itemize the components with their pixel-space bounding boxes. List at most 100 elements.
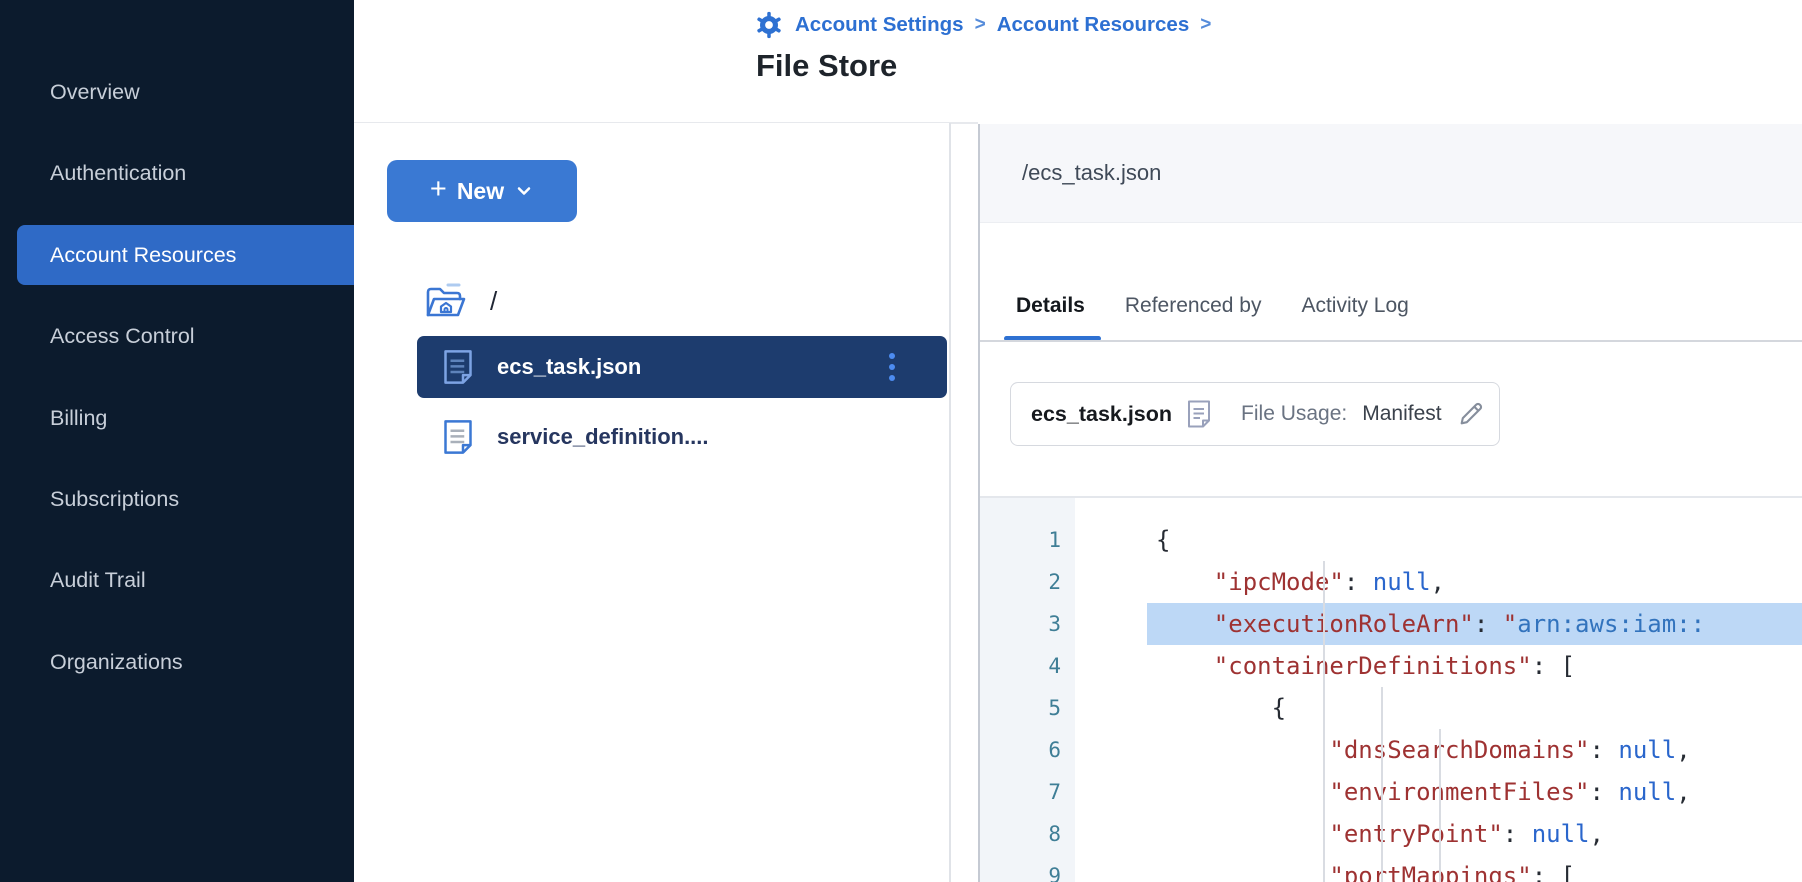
- edit-file-usage-button[interactable]: [1457, 400, 1485, 428]
- page-header: Account Settings > Account Resources > File…: [354, 0, 1802, 122]
- code-line: {: [1147, 519, 1802, 561]
- new-button[interactable]: + New: [387, 160, 577, 222]
- code-token: null: [1618, 736, 1677, 764]
- code-token: ,: [1676, 736, 1691, 764]
- file-name: ecs_task.json: [1031, 401, 1173, 426]
- new-button-label: New: [456, 177, 505, 204]
- code-line: "environmentFiles": null,: [1147, 771, 1802, 813]
- page-title: File Store: [756, 48, 898, 83]
- sidebar-item-audit-trail[interactable]: Audit Trail: [50, 568, 146, 592]
- file-usage-label: File Usage:: [1241, 402, 1348, 425]
- code-token: "containerDefinitions": [1213, 652, 1532, 680]
- code-token: "dnsSearchDomains": [1329, 736, 1590, 764]
- code-token: :: [1589, 778, 1619, 806]
- code-token: [1156, 736, 1329, 764]
- code-content: { "ipcMode": null, "executionRoleArn": "…: [1147, 498, 1802, 882]
- code-token: [1156, 820, 1329, 848]
- detail-tabs: Details Referenced by Activity Log: [1016, 274, 1409, 338]
- code-token: [1156, 778, 1329, 806]
- sidebar-item-organizations[interactable]: Organizations: [50, 650, 183, 674]
- code-token: null: [1372, 568, 1431, 596]
- code-token: arn:aws:iam::: [1517, 610, 1706, 638]
- code-line: "portMappings": [: [1147, 855, 1802, 882]
- active-tab-underline: [1004, 336, 1101, 341]
- line-number: 8: [1048, 822, 1061, 846]
- code-token: {: [1271, 694, 1287, 722]
- code-token: null: [1618, 778, 1677, 806]
- line-number: 9: [1048, 864, 1061, 882]
- code-token: ,: [1430, 568, 1445, 596]
- root-folder-row[interactable]: /: [424, 281, 497, 321]
- code-line: "entryPoint": null,: [1147, 813, 1802, 855]
- code-token: null: [1531, 820, 1590, 848]
- sidebar-item-access-control[interactable]: Access Control: [50, 324, 195, 348]
- document-icon: [1187, 400, 1211, 428]
- breadcrumb-separator: >: [1200, 14, 1212, 35]
- sidebar-item-billing[interactable]: Billing: [50, 406, 108, 430]
- breadcrumb: Account Settings > Account Resources >: [754, 0, 1211, 50]
- code-token: : [: [1531, 652, 1576, 680]
- code-token: ,: [1589, 820, 1604, 848]
- header-divider: [354, 122, 978, 124]
- line-number: 4: [1048, 654, 1061, 678]
- code-token: :: [1589, 736, 1619, 764]
- code-token: [1156, 652, 1214, 680]
- file-path-header: /ecs_task.json: [980, 124, 1802, 223]
- breadcrumb-link-account-resources[interactable]: Account Resources: [996, 13, 1190, 36]
- line-number: 3: [1048, 612, 1061, 636]
- code-line: "dnsSearchDomains": null,: [1147, 729, 1802, 771]
- breadcrumb-link-account-settings[interactable]: Account Settings: [795, 13, 964, 36]
- file-name-label: service_definition....: [497, 424, 709, 449]
- code-token: ": [1502, 610, 1518, 638]
- tab-activity-log[interactable]: Activity Log: [1301, 294, 1409, 317]
- file-row-service-definition[interactable]: service_definition....: [417, 406, 947, 468]
- tab-referenced-by[interactable]: Referenced by: [1124, 294, 1262, 317]
- sidebar-item-subscriptions[interactable]: Subscriptions: [50, 487, 180, 511]
- file-icon: [443, 418, 473, 456]
- code-token: "entryPoint": [1329, 820, 1503, 848]
- code-token: "executionRoleArn": [1213, 610, 1474, 638]
- line-number: 6: [1048, 738, 1061, 762]
- code-line: "executionRoleArn": "arn:aws:iam::: [1147, 603, 1802, 645]
- editor-divider: [980, 496, 1802, 498]
- file-detail-panel: /ecs_task.json Details Referenced by Activ…: [978, 124, 1802, 882]
- tab-details[interactable]: Details: [1016, 294, 1085, 317]
- indent-guide: [1381, 687, 1383, 882]
- gear-icon: [754, 10, 784, 40]
- breadcrumb-separator: >: [974, 14, 986, 35]
- indent-guide: [1439, 729, 1441, 882]
- line-number: 1: [1048, 528, 1061, 552]
- code-line: "ipcMode": null,: [1147, 561, 1802, 603]
- tabs-divider: [980, 340, 1802, 342]
- sidebar-item-account-resources[interactable]: Account Resources: [17, 225, 354, 285]
- code-token: "ipcMode": [1213, 568, 1344, 596]
- code-token: :: [1502, 820, 1532, 848]
- sidebar-item-authentication[interactable]: Authentication: [50, 161, 187, 185]
- file-row-menu-button[interactable]: [889, 353, 895, 381]
- line-number: 7: [1048, 780, 1061, 804]
- root-folder-icon: [424, 281, 468, 321]
- code-token: : [: [1531, 862, 1576, 882]
- code-token: {: [1156, 526, 1171, 554]
- sidebar-item-overview[interactable]: Overview: [50, 80, 140, 104]
- code-token: [1156, 862, 1329, 882]
- code-token: [1156, 610, 1214, 638]
- code-token: :: [1473, 610, 1503, 638]
- code-token: "environmentFiles": [1329, 778, 1590, 806]
- root-folder-label: /: [490, 285, 498, 316]
- file-summary-card: ecs_task.json File Usage: Manifest: [1010, 382, 1500, 446]
- code-line: "containerDefinitions": [: [1147, 645, 1802, 687]
- code-token: ,: [1676, 778, 1691, 806]
- file-path-text: /ecs_task.json: [1022, 160, 1162, 185]
- file-row-ecs-task-json[interactable]: ecs_task.json: [417, 336, 947, 398]
- code-line: {: [1147, 687, 1802, 729]
- plus-icon: +: [429, 173, 447, 205]
- code-token: [1156, 694, 1272, 722]
- file-name-label: ecs_task.json: [497, 354, 642, 379]
- panel-divider: [949, 123, 951, 882]
